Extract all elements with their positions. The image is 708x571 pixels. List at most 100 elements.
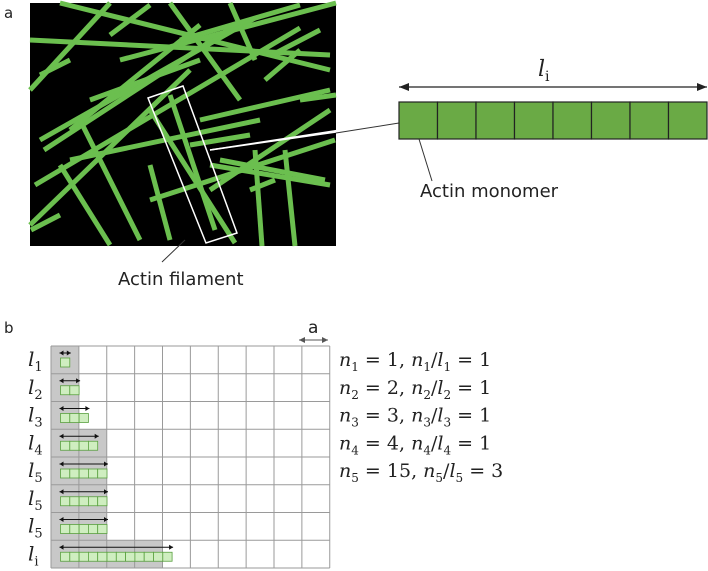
actin-monomer [552,101,593,140]
mini-monomer [153,551,164,562]
mini-monomer [125,551,136,562]
mini-monomer [88,551,99,562]
actin-filament [282,149,298,247]
mini-arrow-head [59,517,64,522]
actin-filament [249,177,276,193]
row-label: l3 [28,403,43,431]
row-label: l1 [28,347,43,375]
actin-filament [119,0,337,63]
mini-monomer [60,413,71,423]
mini-monomer [69,413,80,423]
mini-monomer [97,524,108,534]
mini-monomer [88,468,99,479]
actin-monomer [436,101,477,140]
actin-filament [89,57,201,103]
mini-monomer [60,440,71,451]
filament-label: Actin filament [118,269,244,290]
row-label: li [28,541,39,569]
mini-monomer [78,468,89,479]
actin-monomer [590,101,631,140]
filament-highlight-box [147,85,238,244]
mini-arrow-head [59,461,64,467]
actin-filament [270,27,322,58]
mini-arrow-head [94,433,99,439]
actin-filament [189,132,251,148]
mini-monomer [69,468,80,479]
actin-filament [299,92,337,103]
mini-monomer [60,357,71,368]
mini-monomer [106,551,117,562]
mini-monomer [78,440,89,451]
mini-monomer [69,385,80,396]
mini-arrow-head [85,406,90,411]
actin-filament [38,57,72,78]
monomer-label: Actin monomer [420,181,559,202]
mini-monomer [60,385,71,396]
actin-filament [263,48,302,82]
actin-filament [77,118,143,242]
length-arrow-left-head [399,83,409,91]
equations: n1 = 1, n1/l1 = 1 n2 = 2, n2/l2 = 1 n3 = 3… [339,349,503,485]
actin-monomer [629,101,670,140]
equation-row: n3 = 3, n3/l3 = 1 [339,405,491,430]
actin-filament [29,212,62,233]
mini-monomer [88,524,99,534]
mini-monomer [60,524,71,534]
actin-filament [147,108,238,245]
row-label: l5 [28,486,43,514]
actin-micrograph [28,0,337,247]
mini-monomer [69,551,80,562]
mini-monomer [88,440,99,451]
equation-row: n2 = 2, n2/l2 = 1 [339,377,491,402]
mini-monomer [60,496,71,507]
unit-arrow-right-head [322,337,328,343]
actin-monomer [667,101,708,140]
mini-monomer [60,551,71,562]
actin-filament [147,164,173,241]
mini-arrow-head [59,406,64,411]
mini-monomer [69,440,80,451]
mini-arrow-head [104,489,108,495]
mini-monomer [97,496,108,507]
equation-row: n5 = 15, n5/l5 = 3 [339,460,503,485]
mini-monomer [78,496,89,507]
actin-monomer [398,101,439,140]
mini-arrow-head [76,378,81,384]
mini-monomer [78,551,89,562]
equation-row: n1 = 1, n1/l1 = 1 [339,349,491,374]
actin-filament [227,1,258,62]
mini-monomer [88,496,99,507]
mini-monomer [60,468,71,479]
mini-monomer [69,496,80,507]
actin-filament [208,107,332,193]
actin-filament [209,162,331,188]
mini-arrow-head [104,461,108,467]
filament-pointer-line [161,239,186,263]
mini-arrow-head [169,544,174,550]
actin-filament [167,1,243,102]
actin-filament [57,163,113,247]
mini-monomer [143,551,154,562]
row-label: l5 [28,514,43,542]
mini-arrow-head [59,350,64,356]
mini-arrow-head [59,378,64,384]
actin-filament [108,3,152,37]
panel-b-label: b [4,319,14,337]
zoom-line-outer [335,122,400,134]
actin-monomer [513,101,554,140]
row-label: l5 [28,458,43,486]
mini-arrow-head [66,350,71,356]
row-label: l4 [28,430,43,458]
equation-row: n4 = 4, n4/l4 = 1 [339,432,491,457]
monomer-pointer-line [418,138,433,182]
mini-arrow-head [59,544,64,550]
mini-monomer [69,524,80,534]
length-arrow-right-head [697,83,707,91]
zoom-line-inner [209,131,337,151]
row-label: l2 [28,375,43,403]
mini-monomer [97,551,108,562]
mini-monomer [162,551,173,562]
actin-filament [28,68,192,227]
